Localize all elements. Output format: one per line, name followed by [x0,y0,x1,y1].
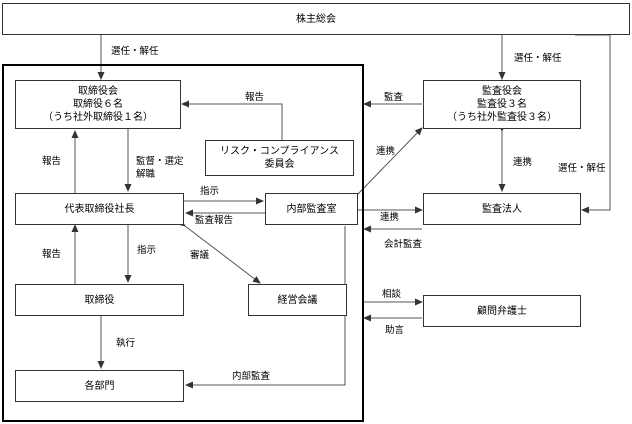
arrow-shareholders-to-audit-firm [575,34,611,214]
arrow-president-management-meeting [177,218,261,284]
directors-label: 取締役 [84,294,115,306]
audit-firm-label: 監査法人 [482,203,522,215]
label-appoint-dismiss-firm: 選任・解任 [558,163,606,174]
president-ceo: 代表取締役社長 [15,193,184,225]
internal-audit-label: 内部監査室 [286,203,337,215]
board-outside: （うち社外取締役１名） [43,112,153,123]
shareholders-meeting: 株主総会 [2,3,630,35]
label-coordinate-ia-firm: 連携 [380,212,400,223]
label-coordinate-ab-firm: 連携 [513,157,533,168]
label-supervise-line2: 解職 [136,169,156,180]
arrow-risk-to-board [181,100,283,140]
label-deliberate: 審議 [190,250,210,261]
label-report-president: 報告 [42,156,62,167]
audit-firm: 監査法人 [423,193,581,225]
arrow-internal-audit-to-departments [185,226,346,389]
label-advice: 助言 [385,325,405,336]
internal-audit-office: 内部監査室 [265,193,358,225]
label-instruct-directors: 指示 [137,245,157,256]
audit-board-outside: （うち社外監査役３名） [447,112,557,123]
label-accounting-audit: 会計監査 [384,239,423,250]
management-meeting-label: 経営会議 [277,294,318,306]
arrow-internal-audit-audit-board [350,127,423,202]
label-supervise-line1: 監督・選定 [136,156,184,167]
board-of-directors: 取締役会 取締役６名 （うち社外取締役１名） [15,80,181,129]
audit-board-title: 監査役会 [482,86,522,97]
audit-and-supervisory-board: 監査役会 監査役３名 （うち社外監査役３名） [423,80,581,129]
label-instruct-internal: 指示 [200,186,220,197]
legal-counsel-label: 顧問弁護士 [477,305,527,317]
label-appoint-dismiss-board: 選任・解任 [111,46,159,57]
shareholders-meeting-label: 株主総会 [296,13,336,25]
risk-committee-line1: リスク・コンプライアンス [220,146,339,157]
directors: 取締役 [15,284,184,316]
board-count: 取締役６名 [73,99,123,110]
legal-counsel: 顧問弁護士 [423,295,581,327]
label-report-risk: 報告 [245,92,265,103]
audit-board-count: 監査役３名 [477,99,527,110]
label-consult: 相談 [382,289,402,300]
label-coordinate-ia-ab: 連携 [376,146,396,157]
departments: 各部門 [15,370,184,402]
label-internal-audit: 内部監査 [232,371,271,382]
departments-label: 各部門 [84,380,115,392]
label-report-directors: 報告 [42,249,62,260]
company-boundary [2,64,364,422]
label-appoint-dismiss-auditors: 選任・解任 [514,53,562,64]
president-label: 代表取締役社長 [64,203,135,215]
risk-compliance-committee: リスク・コンプライアンス 委員会 [205,140,354,176]
management-meeting: 経営会議 [248,284,347,316]
risk-committee-line2: 委員会 [264,159,295,170]
board-title: 取締役会 [78,86,118,97]
label-execute: 執行 [116,338,136,349]
label-audit-report: 監査報告 [195,215,234,226]
label-audit: 監査 [384,92,404,103]
